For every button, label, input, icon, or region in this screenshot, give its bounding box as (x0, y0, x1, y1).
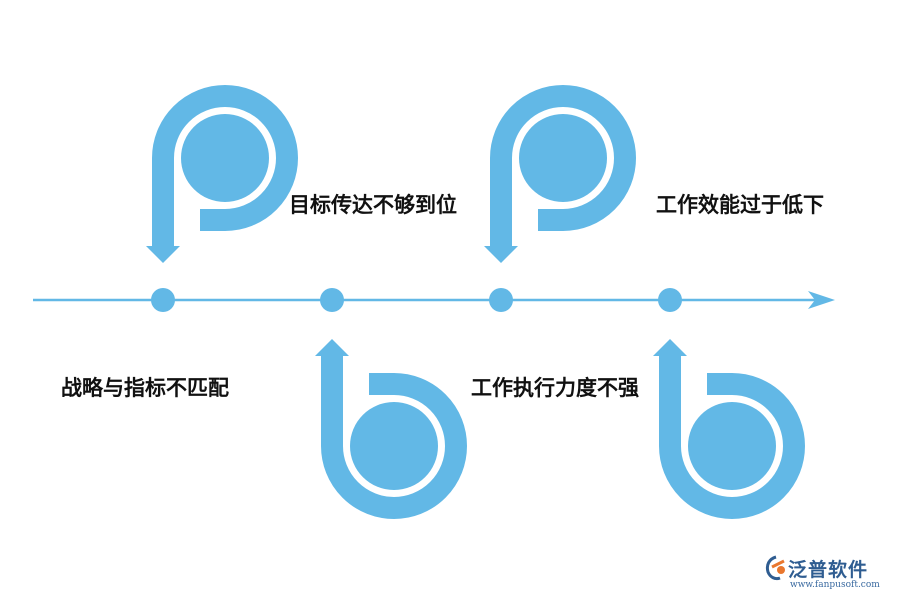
label-weak-execution: 工作执行力度不强 (471, 376, 639, 400)
timeline-node-1 (151, 288, 175, 312)
label-low-efficiency: 工作效能过于低下 (656, 193, 824, 217)
label-strategy-mismatch: 战略与指标不匹配 (61, 376, 229, 400)
b-arrow-symbol-2 (315, 339, 467, 519)
timeline-node-3 (489, 288, 513, 312)
timeline-arrowhead (808, 291, 835, 309)
brand-watermark: 泛普软件 www.fanpusoft.com (764, 553, 886, 593)
brand-name: 泛普软件 (788, 559, 869, 581)
timeline-node-2 (320, 288, 344, 312)
p-arrow-symbol-3 (484, 85, 636, 263)
fanpu-logo-icon (765, 555, 785, 581)
label-goal-not-conveyed: 目标传达不够到位 (289, 193, 457, 217)
brand-url: www.fanpusoft.com (790, 580, 880, 590)
p-arrow-symbol-1 (146, 85, 298, 263)
timeline-node-4 (658, 288, 682, 312)
b-arrow-symbol-4 (653, 339, 805, 519)
